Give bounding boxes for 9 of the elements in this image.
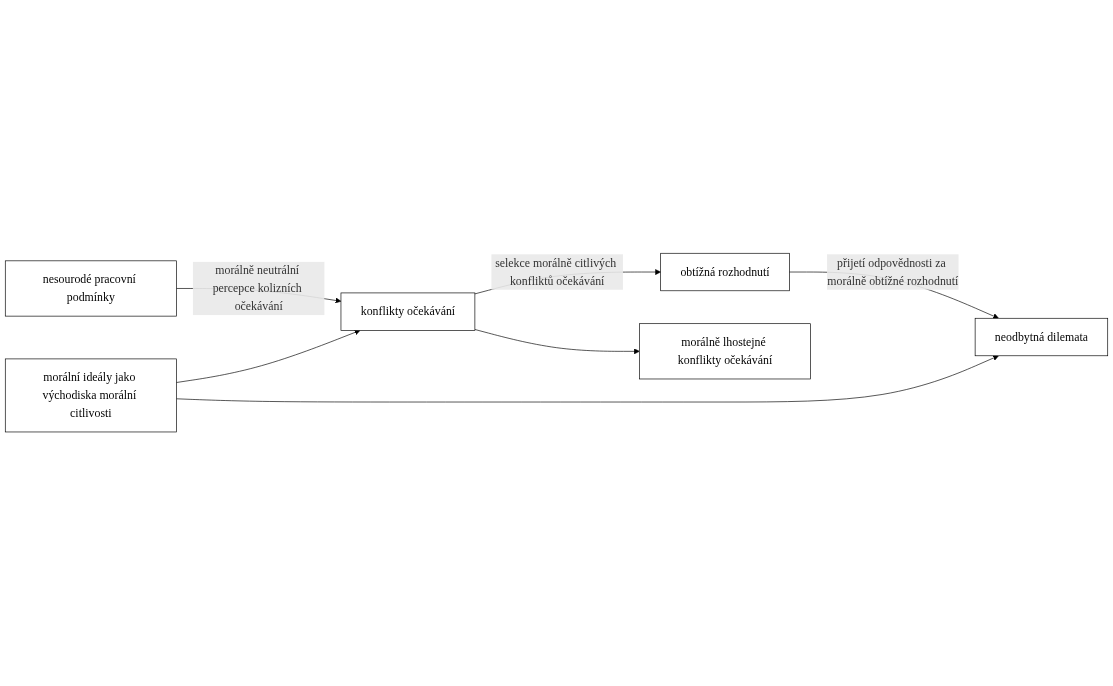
edge-label: selekce morálně citlivých konfliktů očekávání	[495, 256, 617, 288]
edge-label: morálně neutrální percepce kolizních očekávání	[212, 264, 302, 313]
node-box: obtížná rozhodnutí	[660, 253, 790, 292]
node-box: konflikty očekávání	[340, 292, 476, 332]
node-box: morální ideály jako východiska morální citlivosti	[4, 358, 177, 433]
edge-label: přijetí odpovědnosti za morálně obtížné rozhodnutí	[827, 256, 959, 288]
node-box: neodbytná dilemata	[974, 318, 1109, 357]
node-box: morálně lhostejné konflikty očekávání	[639, 323, 811, 380]
node-box: nesourodé pracovní podmínky	[4, 260, 177, 317]
